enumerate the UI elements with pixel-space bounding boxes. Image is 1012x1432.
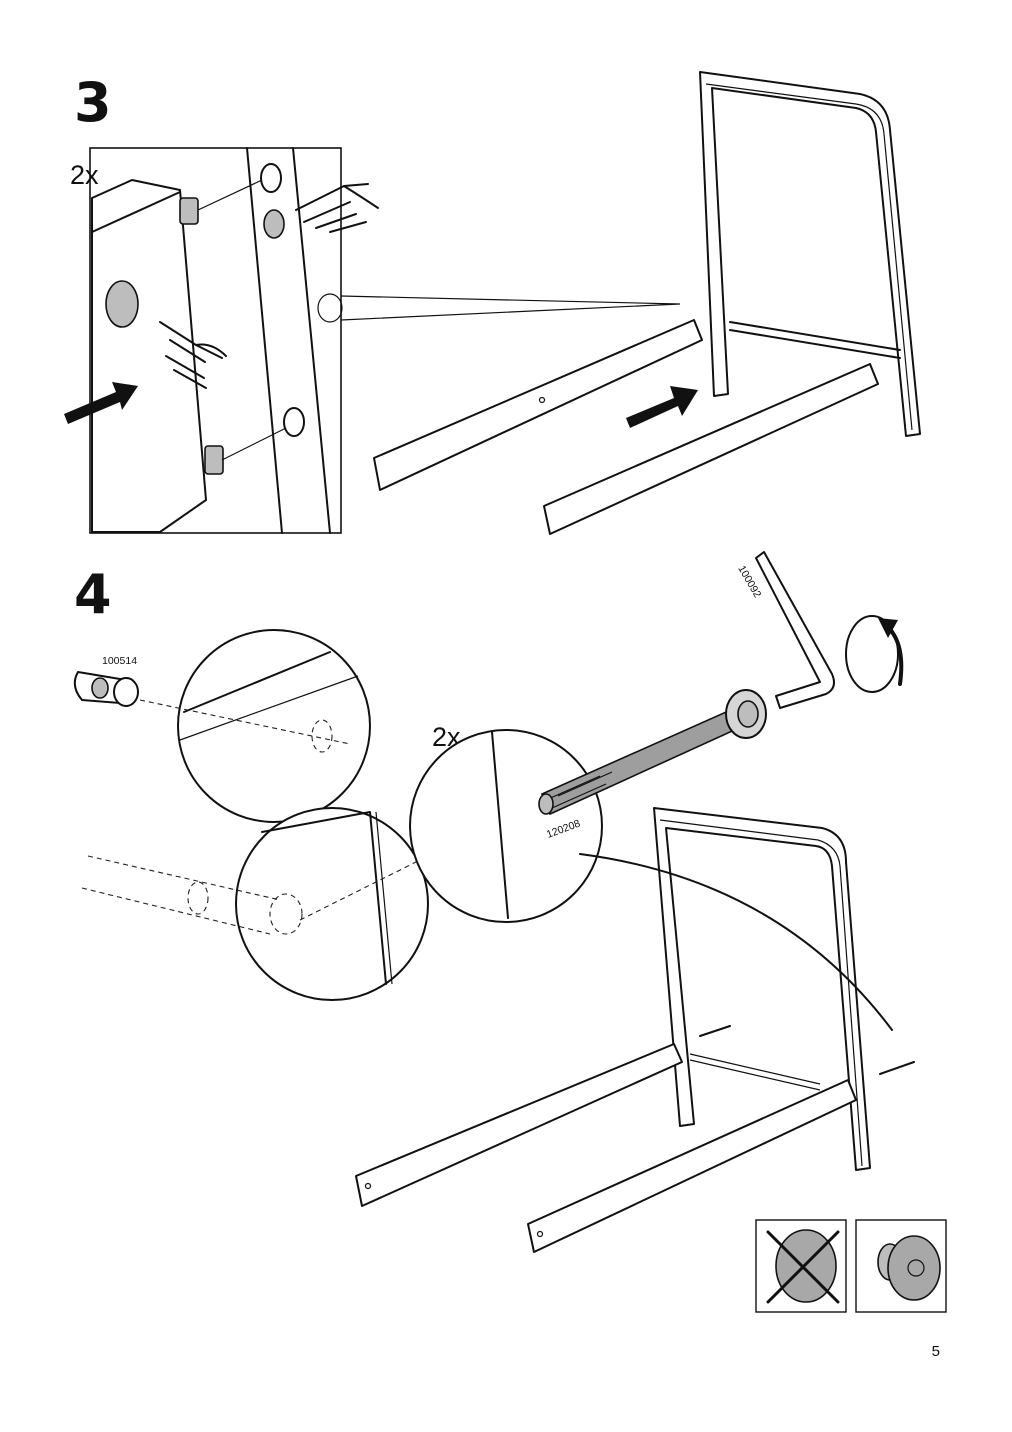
step3-frame (373, 71, 921, 535)
dowel-pin (204, 445, 224, 475)
hand-pointing-icon (159, 321, 227, 389)
cam-hole (105, 280, 139, 328)
step4-frame (355, 807, 915, 1253)
step-number: 4 (74, 563, 112, 626)
quantity-label: 2x (70, 160, 99, 190)
page-number: 5 (931, 1343, 940, 1360)
allen-key: 100092 (735, 551, 835, 709)
part-number: 100092 (735, 564, 763, 600)
push-arrow-icon (64, 382, 138, 424)
incorrect-example (755, 1219, 847, 1313)
dowel-pin (179, 197, 199, 225)
step3-detail-box (64, 147, 379, 534)
correct-example (855, 1219, 947, 1313)
barrel-nut: 100514 (73, 655, 139, 707)
part-number: 100514 (102, 655, 137, 667)
rotate-clockwise-icon (845, 615, 904, 693)
push-arrow-icon (626, 386, 698, 428)
hand-pointing-icon (295, 183, 379, 233)
detail-circle (139, 629, 371, 823)
step-number: 3 (74, 71, 112, 134)
detail-circle (409, 729, 893, 1031)
